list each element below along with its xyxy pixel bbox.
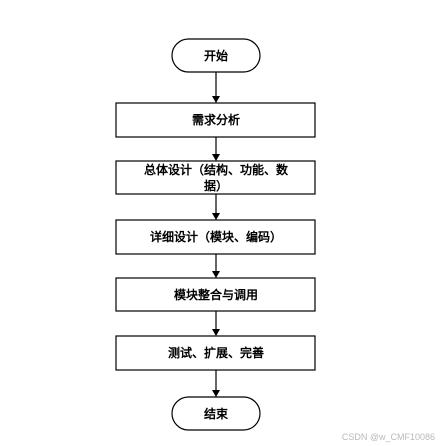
step-testing: [115, 335, 316, 371]
step-module-integration-label: 模块整合与调用: [174, 287, 258, 302]
step-overall-design-label-line-2: 据）: [204, 178, 228, 193]
csdn-watermark: CSDN @w_CMF10086: [341, 432, 435, 442]
step-overall-design-label-line-1: 总体设计（结构、功能、数: [144, 162, 289, 177]
step-detailed-design-label: 详细设计（模块、编码）: [150, 229, 282, 244]
step-requirements-analysis: [115, 102, 316, 138]
end-label: 结束: [204, 406, 229, 421]
step-module-integration: [115, 277, 316, 312]
step-requirements-analysis-label: 需求分析: [192, 112, 240, 127]
start-label: 开始: [204, 48, 228, 63]
step-testing-label: 测试、扩展、完善: [168, 345, 264, 360]
step-detailed-design: [115, 219, 316, 255]
end-terminator: [171, 396, 261, 431]
